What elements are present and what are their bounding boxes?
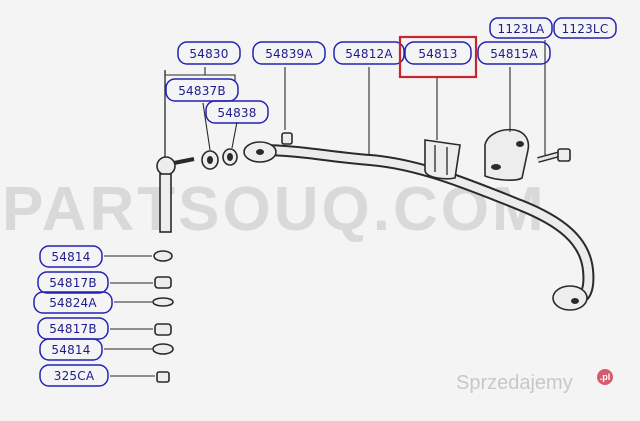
callout-54830[interactable]: 54830 <box>177 41 241 65</box>
stabilizer-bar <box>243 141 595 311</box>
svg-text:54839A: 54839A <box>265 47 313 61</box>
lower-hardware-stack <box>152 250 174 383</box>
site-brand-watermark: Sprzedajemy .pl <box>456 369 613 394</box>
svg-text:54813: 54813 <box>418 47 457 61</box>
watermark-text: PARTSOUQ.COM <box>2 175 547 244</box>
svg-text:54830: 54830 <box>189 47 228 61</box>
leader-lines <box>104 40 546 377</box>
callout-54824A[interactable]: 54824A <box>33 291 113 314</box>
callout-54815A[interactable]: 54815A <box>477 41 551 65</box>
callout-1123LA[interactable]: 1123LA <box>489 17 553 39</box>
stabilizer-bushing <box>424 139 461 180</box>
callout-54814-bottom[interactable]: 54814 <box>39 338 103 361</box>
callout-54812A[interactable]: 54812A <box>333 41 405 65</box>
svg-text:1123LC: 1123LC <box>562 22 609 36</box>
callout-labels: 1123LA 1123LC 54830 54839A 54812A 54813 … <box>33 17 617 387</box>
svg-text:54814: 54814 <box>51 250 90 264</box>
callout-54817B-top[interactable]: 54817B <box>37 271 109 294</box>
bushing-bracket <box>484 128 530 181</box>
callout-54814-top[interactable]: 54814 <box>39 245 103 268</box>
callout-54839A[interactable]: 54839A <box>252 41 326 65</box>
svg-text:54837B: 54837B <box>178 84 226 98</box>
svg-text:1123LA: 1123LA <box>498 22 546 36</box>
svg-text:Sprzedajemy: Sprzedajemy <box>456 372 573 394</box>
callout-54813-highlighted[interactable]: 54813 <box>398 35 478 79</box>
svg-text:54815A: 54815A <box>490 47 538 61</box>
callout-54837B[interactable]: 54837B <box>165 78 239 102</box>
svg-text:325CA: 325CA <box>54 369 95 383</box>
callout-325CA[interactable]: 325CA <box>39 364 109 387</box>
svg-text:54824A: 54824A <box>49 296 97 310</box>
svg-text:54817B: 54817B <box>49 322 97 336</box>
link-nut-washers <box>201 132 293 170</box>
stabilizer-link <box>156 70 195 233</box>
svg-text:54814: 54814 <box>51 343 90 357</box>
svg-text:54838: 54838 <box>217 106 256 120</box>
svg-text:54817B: 54817B <box>49 276 97 290</box>
callout-54838[interactable]: 54838 <box>205 100 269 124</box>
svg-text:.pl: .pl <box>600 372 611 382</box>
mounting-bolt <box>537 148 571 163</box>
callout-54817B-bottom[interactable]: 54817B <box>37 317 109 340</box>
svg-text:54812A: 54812A <box>345 47 393 61</box>
callout-1123LC[interactable]: 1123LC <box>553 17 617 39</box>
